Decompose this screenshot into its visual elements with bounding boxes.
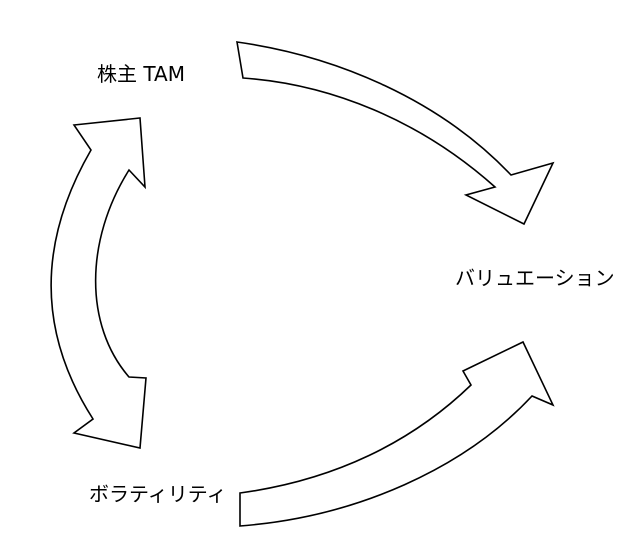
arrow-tam-volatility-bidirectional	[50, 117, 147, 449]
arrow-volatility-to-valuation	[239, 340, 555, 527]
node-label-valuation: バリュエーション	[455, 266, 615, 290]
arrow-tam-to-valuation	[236, 41, 555, 226]
node-label-volatility: ボラティリティ	[89, 482, 227, 506]
node-label-shareholder-tam: 株主 TAM	[97, 62, 185, 86]
